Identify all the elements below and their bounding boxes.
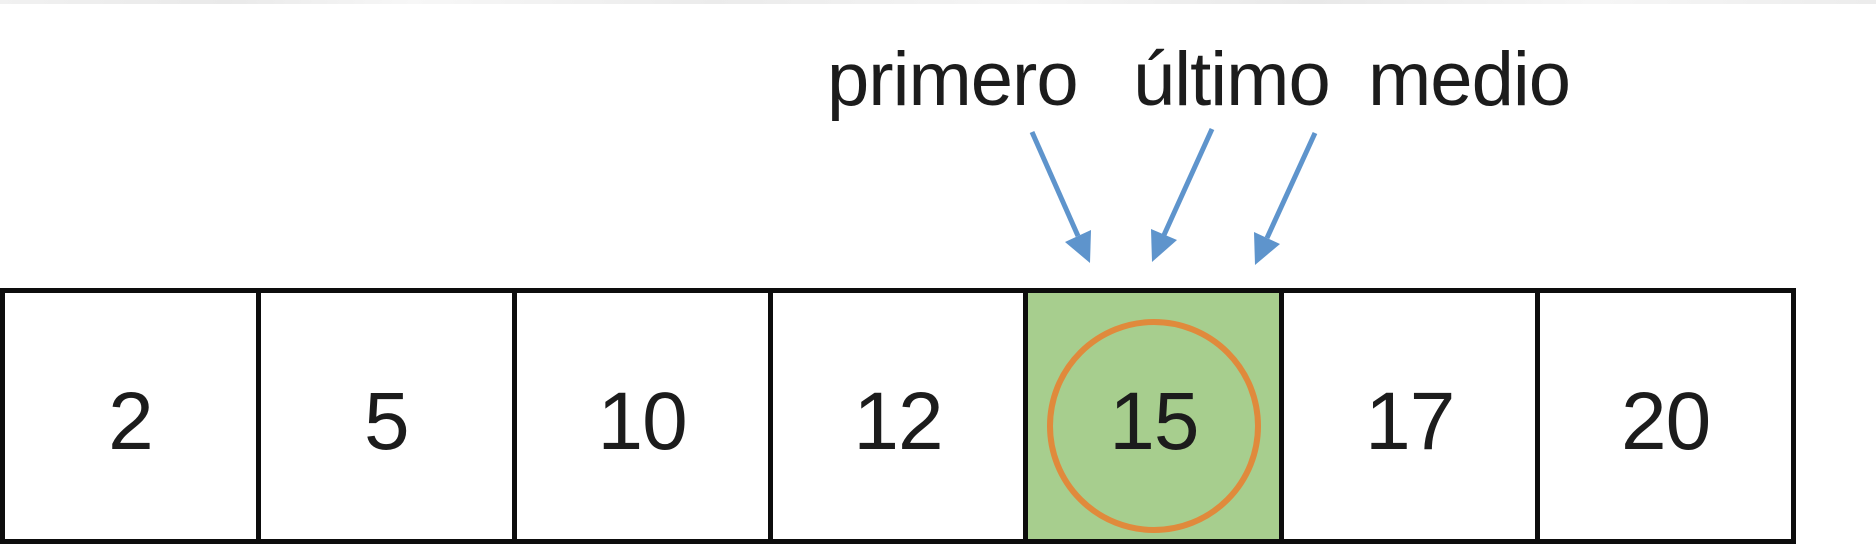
array-cell-value: 15 bbox=[1109, 376, 1199, 467]
label-primero: primero bbox=[827, 37, 1079, 122]
array-cell-highlighted: 15 bbox=[1028, 293, 1285, 539]
array-cell: 12 bbox=[772, 293, 1029, 539]
top-edge-artifact bbox=[0, 0, 1876, 4]
array-cell: 17 bbox=[1284, 293, 1541, 539]
array-cell: 5 bbox=[260, 293, 517, 539]
label-medio: medio bbox=[1368, 37, 1571, 122]
array-cell-value: 2 bbox=[108, 376, 154, 467]
array-cell-value: 5 bbox=[363, 376, 410, 467]
array-cell: 2 bbox=[5, 293, 261, 539]
array-cell: 10 bbox=[516, 293, 773, 539]
array-row: 2 5 10 12 15 17 20 bbox=[0, 288, 1796, 544]
arrow-down-icon bbox=[1029, 130, 1091, 263]
array-cell-value: 12 bbox=[853, 376, 943, 467]
arrow-down-icon bbox=[1254, 131, 1318, 265]
label-ultimo: último bbox=[1133, 37, 1331, 122]
array-cell-value: 20 bbox=[1620, 376, 1711, 467]
array-cell-value: 17 bbox=[1365, 376, 1455, 467]
array-cell-value: 10 bbox=[597, 376, 688, 467]
array-cell: 20 bbox=[1540, 293, 1792, 539]
arrow-down-icon bbox=[1151, 127, 1215, 262]
circle-highlight-icon bbox=[1046, 319, 1261, 533]
